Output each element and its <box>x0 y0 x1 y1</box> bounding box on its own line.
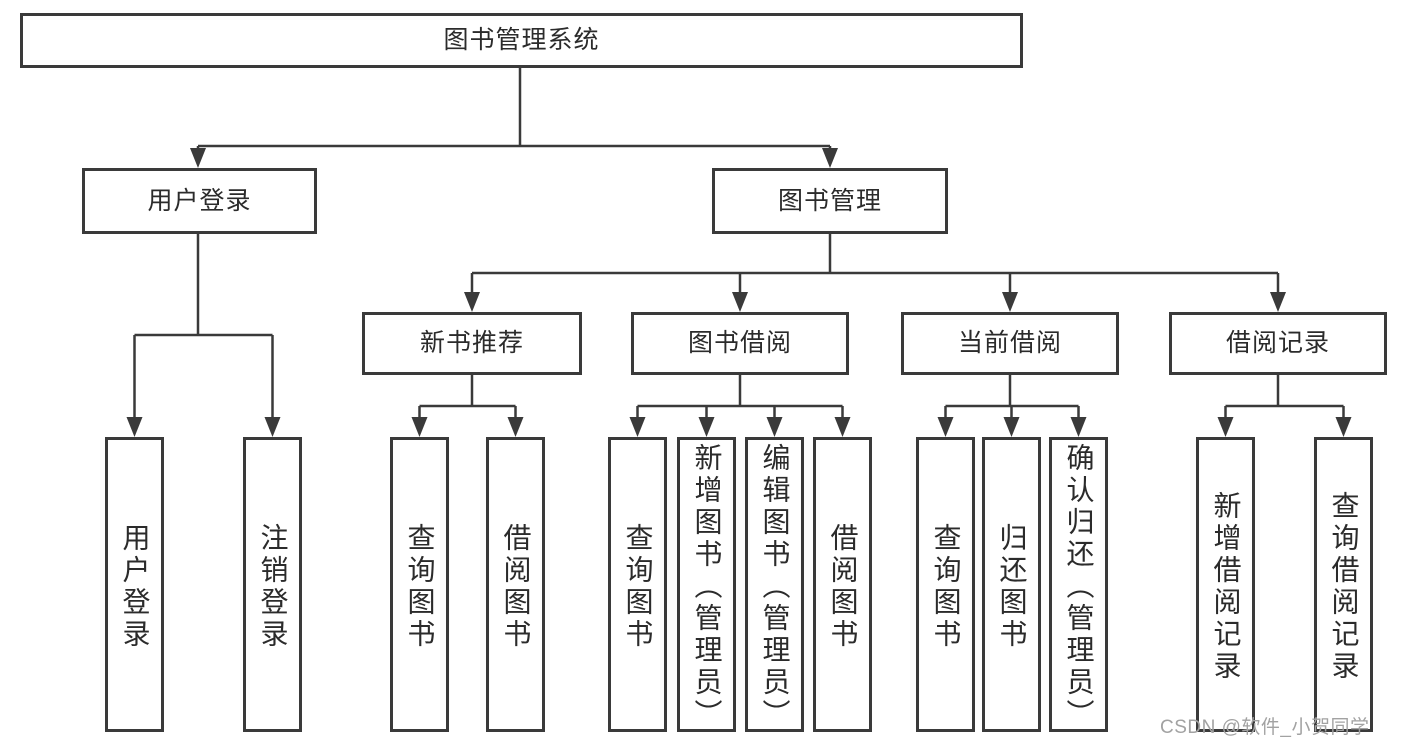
leaf-label: 注销登录 <box>257 522 289 651</box>
arrowhead-icon <box>629 417 646 437</box>
leaf-label: 借阅图书 <box>500 522 532 651</box>
leaf-label: 新增图书（管理员） <box>691 442 723 731</box>
leaf-label: 编辑图书（管理员） <box>759 442 791 731</box>
connector-rec-branch <box>418 375 517 420</box>
arrowhead-icon <box>937 417 954 437</box>
node-label: 当前借阅 <box>957 329 1062 357</box>
leaf-label: 查询图书 <box>622 522 654 651</box>
connector-records-branch <box>1224 375 1345 420</box>
node-label: 新书推荐 <box>419 329 524 357</box>
arrowhead-icon <box>698 417 715 437</box>
connector-bookmgmt-branch <box>470 234 1280 293</box>
connector-userlogin-branch <box>133 234 274 420</box>
leaf-label: 借阅图书 <box>827 522 859 651</box>
arrowhead-icon <box>411 417 428 437</box>
node-label: 借阅记录 <box>1225 329 1330 357</box>
node-current-borrowing: 当前借阅 <box>901 312 1119 375</box>
arrowhead-icon <box>126 417 143 437</box>
leaf-label: 新增借阅记录 <box>1210 490 1242 683</box>
connector-root-branch <box>196 68 832 150</box>
arrowhead-icon <box>1002 292 1018 312</box>
arrowhead-icon <box>822 148 838 168</box>
node-new-book-recommend: 新书推荐 <box>362 312 582 375</box>
leaf-label: 用户登录 <box>119 522 151 651</box>
leaf-query-borrow-record: 查询借阅记录 <box>1314 437 1373 732</box>
connector-borrow-branch <box>636 375 844 420</box>
connector-current-branch <box>944 375 1080 420</box>
arrowhead-icon <box>834 417 851 437</box>
arrowhead-icon <box>507 417 524 437</box>
node-label: 图书管理 <box>777 186 882 215</box>
arrowhead-icon <box>732 292 748 312</box>
leaf-label: 确认归还（管理员） <box>1063 442 1095 731</box>
node-root-book-management-system: 图书管理系统 <box>20 13 1023 68</box>
leaf-add-borrow-record: 新增借阅记录 <box>1196 437 1255 732</box>
leaf-user-login: 用户登录 <box>105 437 164 732</box>
leaf-add-book-admin: 新增图书（管理员） <box>677 437 736 732</box>
node-user-login: 用户登录 <box>82 168 317 234</box>
leaf-label: 归还图书 <box>996 522 1028 651</box>
arrowhead-icon <box>464 292 480 312</box>
arrowhead-icon <box>1335 417 1352 437</box>
arrowhead-icon <box>766 417 783 437</box>
leaf-logout: 注销登录 <box>243 437 302 732</box>
leaf-label: 查询图书 <box>404 522 436 651</box>
leaf-edit-book-admin: 编辑图书（管理员） <box>745 437 804 732</box>
leaf-borrow-books-recommend: 借阅图书 <box>486 437 545 732</box>
csdn-watermark: CSDN @软件_小贺同学 <box>1160 717 1370 738</box>
node-label: 图书借阅 <box>687 329 792 357</box>
leaf-query-books-borrow: 查询图书 <box>608 437 667 732</box>
leaf-borrow-books: 借阅图书 <box>813 437 872 732</box>
node-book-borrowing: 图书借阅 <box>631 312 849 375</box>
arrowhead-icon <box>1270 292 1286 312</box>
arrowhead-icon <box>1003 417 1020 437</box>
node-label: 用户登录 <box>147 186 252 215</box>
node-book-management: 图书管理 <box>712 168 948 234</box>
node-label: 图书管理系统 <box>443 26 600 54</box>
arrowhead-icon <box>264 417 281 437</box>
leaf-return-books: 归还图书 <box>982 437 1041 732</box>
node-borrowing-records: 借阅记录 <box>1169 312 1387 375</box>
leaf-query-books-current: 查询图书 <box>916 437 975 732</box>
arrowhead-icon <box>1217 417 1234 437</box>
leaf-label: 查询图书 <box>930 522 962 651</box>
leaf-query-books-recommend: 查询图书 <box>390 437 449 732</box>
arrowhead-icon <box>1070 417 1087 437</box>
leaf-confirm-return-admin: 确认归还（管理员） <box>1049 437 1108 732</box>
arrowhead-icon <box>190 148 206 168</box>
leaf-label: 查询借阅记录 <box>1328 490 1360 683</box>
